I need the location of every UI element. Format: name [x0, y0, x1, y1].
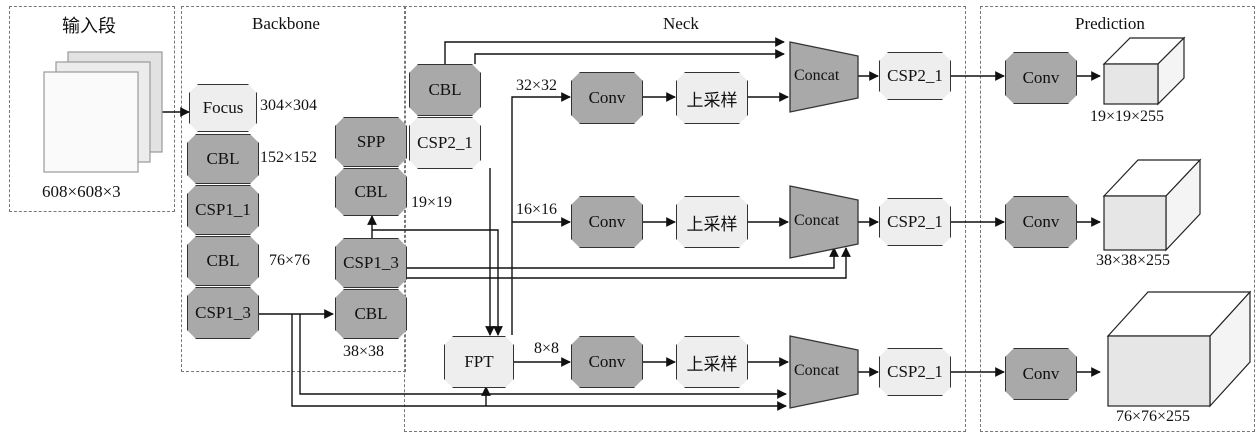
neck-row1-upsample-block: 上采样 — [676, 72, 748, 124]
cbl-block-152: CBL — [187, 134, 259, 184]
neck-row1-csp2-1-block: CSP2_1 — [879, 52, 951, 100]
neck-row3-csp2-1-block: CSP2_1 — [879, 348, 951, 396]
csp1-3-block-a: CSP1_3 — [187, 287, 259, 339]
csp1-3-block-b: CSP1_3 — [335, 238, 407, 288]
pred-row3-conv-block: Conv — [1005, 348, 1077, 400]
prediction-region-title: Prediction — [1075, 14, 1145, 33]
pred-row2-output-label: 38×38×255 — [1096, 252, 1171, 269]
backbone-region-title: Backbone — [252, 14, 320, 33]
neck-row3-upsample-block: 上采样 — [676, 336, 748, 388]
csp1-1-block: CSP1_1 — [187, 185, 259, 235]
neck-row3-concat-label: Concat — [794, 362, 840, 379]
pred-row2-conv-block: Conv — [1005, 196, 1077, 248]
neck-row3-size-label: 8×8 — [534, 340, 560, 357]
cbl-block-19: CBL — [335, 168, 407, 216]
neck-csp2-1-top-block: CSP2_1 — [409, 117, 481, 169]
cbl-block-76: CBL — [187, 236, 259, 286]
concat-shape-2 — [789, 185, 859, 259]
neck-region-title: Neck — [663, 14, 699, 33]
input-region-title: 输入段 — [62, 16, 116, 37]
neck-row2-conv-block: Conv — [571, 196, 643, 248]
focus-block: Focus — [189, 84, 257, 132]
neck-row1-concat-label: Concat — [794, 67, 840, 84]
neck-row2-size-label: 16×16 — [516, 201, 558, 218]
concat-shape-1 — [789, 41, 859, 113]
spp-block: SPP — [335, 117, 407, 167]
cbl-152-size-label: 152×152 — [260, 149, 318, 166]
cbl-block-38: CBL — [335, 289, 407, 339]
neck-row2-csp2-1-block: CSP2_1 — [879, 198, 951, 246]
neck-row1-conv-block: Conv — [571, 72, 643, 124]
input-size-label: 608×608×3 — [42, 182, 121, 201]
neck-row1-size-label: 32×32 — [516, 77, 558, 94]
concat-shape-3 — [789, 335, 859, 409]
fpt-block: FPT — [444, 336, 514, 388]
neck-row2-concat-label: Concat — [794, 212, 840, 229]
input-region — [9, 6, 175, 212]
pred-row1-conv-block: Conv — [1005, 52, 1077, 104]
cbl-38-size-label: 38×38 — [343, 343, 385, 360]
neck-cbl-block: CBL — [409, 64, 481, 116]
cbl-76-size-label: 76×76 — [269, 252, 311, 269]
cbl-19-size-label: 19×19 — [411, 194, 453, 211]
focus-size-label: 304×304 — [260, 97, 318, 114]
neck-row3-conv-block: Conv — [571, 336, 643, 388]
neck-row2-upsample-block: 上采样 — [676, 196, 748, 248]
pred-row3-output-label: 76×76×255 — [1116, 408, 1191, 425]
pred-row1-output-label: 19×19×255 — [1090, 108, 1165, 125]
